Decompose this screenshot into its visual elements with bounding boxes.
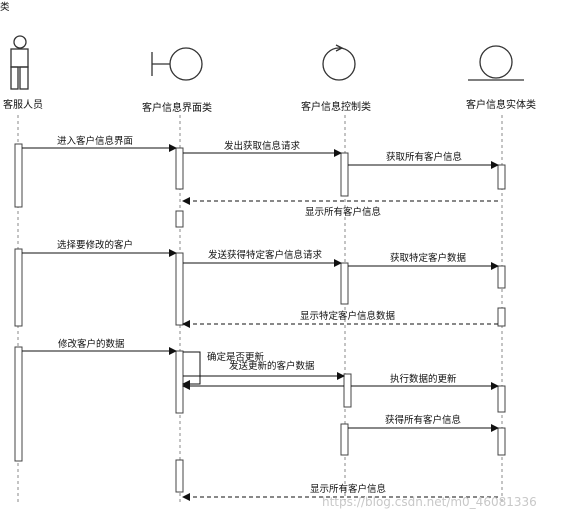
message-label: 修改客户的数据 (58, 338, 125, 350)
boundary-icon (151, 47, 203, 81)
activation-bar (175, 252, 184, 326)
message-label: 确定是否更新 (207, 351, 265, 363)
actor-icon (10, 35, 29, 90)
message-label: 发送更新的客户数据 (229, 360, 315, 372)
activation-bar (497, 307, 506, 327)
message-label: 显示所有客户信息 (310, 483, 386, 495)
message-label: 选择要修改的客户 (57, 239, 133, 251)
activation-bar (340, 262, 349, 305)
activation-bar (497, 385, 506, 413)
corner-mark: 类 (0, 1, 10, 13)
participant-name-staff: 客服人员 (3, 98, 43, 111)
message-label: 显示所有客户信息 (305, 206, 381, 218)
activation-bar (497, 427, 506, 456)
participant-name-ctrl: 客户信息控制类 (301, 100, 371, 113)
activation-bar (175, 210, 184, 228)
activation-bar (14, 346, 23, 462)
message-label: 获取特定客户数据 (390, 252, 467, 264)
activation-bar (14, 143, 23, 208)
activation-bar (340, 152, 349, 197)
control-icon (322, 44, 356, 81)
activation-bar (175, 147, 184, 190)
message-label: 发送获得特定客户信息请求 (208, 249, 323, 261)
participant-name-entity: 客户信息实体类 (466, 98, 536, 111)
message-label: 执行数据的更新 (390, 373, 457, 385)
activation-bars (14, 143, 506, 493)
activation-bar (175, 350, 184, 414)
message-label: 发出获取信息请求 (224, 140, 301, 152)
activation-bar (343, 373, 352, 408)
message-label: 进入客户信息界面 (57, 135, 133, 147)
self-message-arrow (182, 351, 201, 388)
lifelines (17, 115, 503, 505)
message-label: 获取所有客户信息 (386, 151, 462, 163)
message-label: 获得所有客户信息 (385, 414, 461, 426)
watermark: https://blog.csdn.net/m0_46081336 (322, 495, 537, 509)
activation-bar (340, 423, 349, 456)
message-label: 显示特定客户信息数据 (300, 310, 396, 322)
activation-bar (175, 459, 184, 493)
activation-bar (14, 248, 23, 327)
entity-icon (468, 45, 524, 81)
activation-bar (497, 164, 506, 190)
activation-bar (497, 265, 506, 289)
participant-name-ui: 客户信息界面类 (142, 101, 212, 114)
